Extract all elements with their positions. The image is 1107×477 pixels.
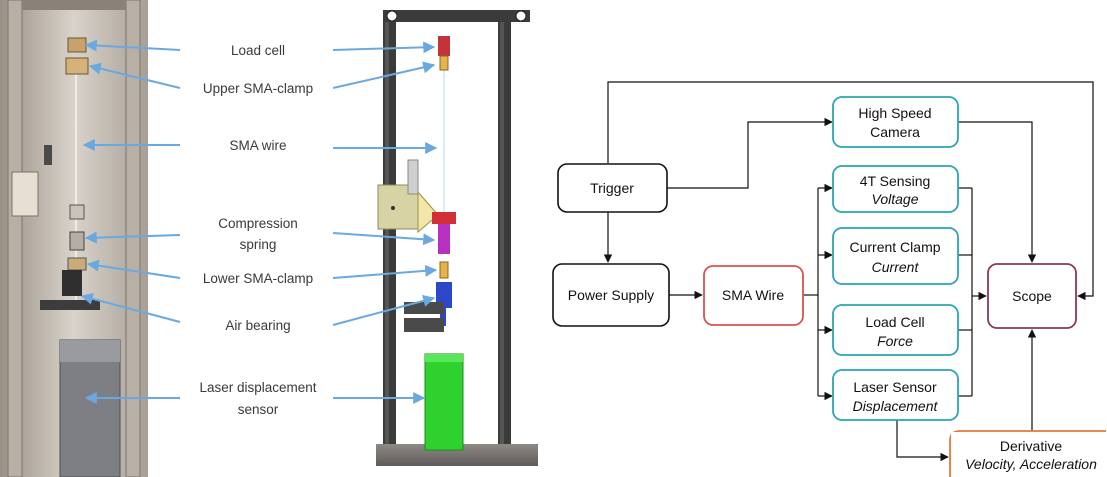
derivative-block: Derivative Velocity, Acceleration	[949, 430, 1106, 477]
laser-sub: Displacement	[853, 398, 939, 414]
label-sma-wire: SMA wire	[229, 138, 286, 153]
apparatus-labels: Load cell Upper SMA-clamp SMA wire Compr…	[80, 39, 438, 417]
power-supply-label: Power Supply	[568, 287, 654, 303]
sma-wire-block: SMA Wire	[703, 265, 804, 326]
block-diagram-connectors	[603, 81, 1094, 462]
label-compression: Compression	[218, 216, 298, 231]
apparatus-cad	[376, 10, 538, 466]
scope-label: Scope	[1012, 288, 1052, 304]
load-cell-block: Load Cell Force	[832, 304, 959, 356]
camera-block: High Speed Camera	[832, 96, 959, 148]
derivative-title: Derivative	[1000, 438, 1062, 454]
loadcell-sub: Force	[877, 333, 913, 349]
label-air-bearing: Air bearing	[225, 318, 290, 333]
trigger-label: Trigger	[590, 180, 634, 196]
sensing-sub: Voltage	[872, 191, 919, 207]
clamp-sub: Current	[872, 259, 920, 275]
power-supply-block: Power Supply	[552, 263, 670, 327]
sensing-title: 4T Sensing	[860, 173, 931, 189]
clamp-title: Current Clamp	[849, 239, 940, 255]
camera-label-line2: Camera	[870, 124, 920, 140]
scope-block: Scope	[987, 263, 1077, 329]
apparatus-photo	[0, 0, 148, 477]
derivative-sub: Velocity, Acceleration	[965, 456, 1097, 472]
label-spring: spring	[240, 237, 277, 252]
sma-wire-label: SMA Wire	[722, 287, 784, 303]
label-laser-displacement: Laser displacement	[199, 380, 316, 395]
trigger-block: Trigger	[557, 163, 668, 213]
loadcell-title: Load Cell	[865, 314, 924, 330]
current-clamp-block: Current Clamp Current	[832, 227, 959, 285]
block-diagram: Trigger High Speed Camera Power Supply S…	[552, 96, 1106, 477]
laser-sensor-block: Laser Sensor Displacement	[832, 369, 959, 421]
laser-title: Laser Sensor	[853, 379, 937, 395]
camera-label-line1: High Speed	[858, 105, 931, 121]
label-load-cell: Load cell	[231, 43, 285, 58]
label-upper-sma-clamp: Upper SMA-clamp	[203, 81, 313, 96]
label-sensor: sensor	[238, 402, 279, 417]
label-lower-sma-clamp: Lower SMA-clamp	[203, 271, 313, 286]
sensing-block: 4T Sensing Voltage	[832, 165, 959, 213]
